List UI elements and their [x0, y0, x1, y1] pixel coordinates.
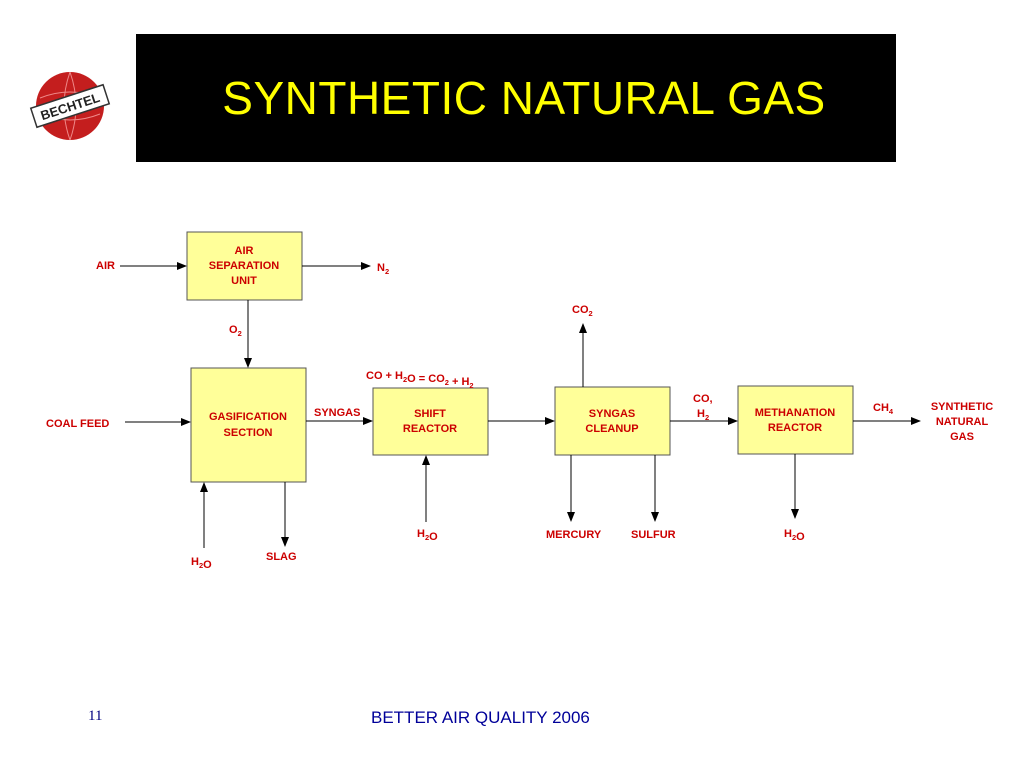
- methanation-line-1: METHANATION: [755, 407, 836, 419]
- label-product-line-3: GAS: [950, 431, 974, 443]
- syngas-cleanup-box: [554, 386, 671, 456]
- title-bar: SYNTHETIC NATURAL GAS: [136, 34, 896, 162]
- label-slag: SLAG: [266, 551, 297, 563]
- air-separation-unit-box: [186, 231, 303, 301]
- shift-line-1: SHIFT: [414, 408, 446, 420]
- label-h2o-methanation: H2O: [784, 528, 805, 543]
- page-number: 11: [88, 708, 103, 724]
- label-air: AIR: [96, 260, 115, 272]
- bechtel-logo: BECHTEL: [29, 71, 111, 141]
- gasification-section-box: [190, 367, 307, 483]
- gasification-line-2: SECTION: [224, 427, 273, 439]
- label-n2: N2: [377, 262, 389, 276]
- shift-reactor-box: [372, 387, 489, 456]
- slide-title: SYNTHETIC NATURAL GAS: [222, 72, 826, 124]
- label-h2o-gasifier: H2O: [191, 556, 212, 571]
- label-product-line-1: SYNTHETIC: [931, 401, 993, 413]
- shift-line-2: REACTOR: [403, 423, 457, 435]
- methanation-line-2: REACTOR: [768, 422, 822, 434]
- label-h2o-shift: H2O: [417, 528, 438, 543]
- label-shift-reaction: CO + H2O = CO2 + H2: [366, 370, 474, 390]
- methanation-reactor-box: [737, 385, 854, 455]
- asu-line-1: AIR: [235, 245, 254, 257]
- label-sulfur: SULFUR: [631, 529, 676, 541]
- asu-line-2: SEPARATION: [209, 260, 280, 272]
- gasification-line-1: GASIFICATION: [209, 411, 287, 423]
- label-o2: O2: [229, 324, 242, 338]
- footer-text: BETTER AIR QUALITY 2006: [371, 708, 590, 727]
- label-co-comma: CO,: [693, 393, 713, 405]
- label-product-line-2: NATURAL: [936, 416, 989, 428]
- cleanup-line-1: SYNGAS: [589, 408, 635, 420]
- label-h2: H2: [697, 408, 709, 422]
- label-ch4: CH4: [873, 402, 894, 416]
- label-co2-top: CO2: [572, 304, 593, 318]
- label-coal-feed: COAL FEED: [46, 418, 109, 430]
- label-syngas: SYNGAS: [314, 407, 360, 419]
- cleanup-line-2: CLEANUP: [585, 423, 638, 435]
- label-mercury: MERCURY: [546, 529, 602, 541]
- asu-line-3: UNIT: [231, 275, 257, 287]
